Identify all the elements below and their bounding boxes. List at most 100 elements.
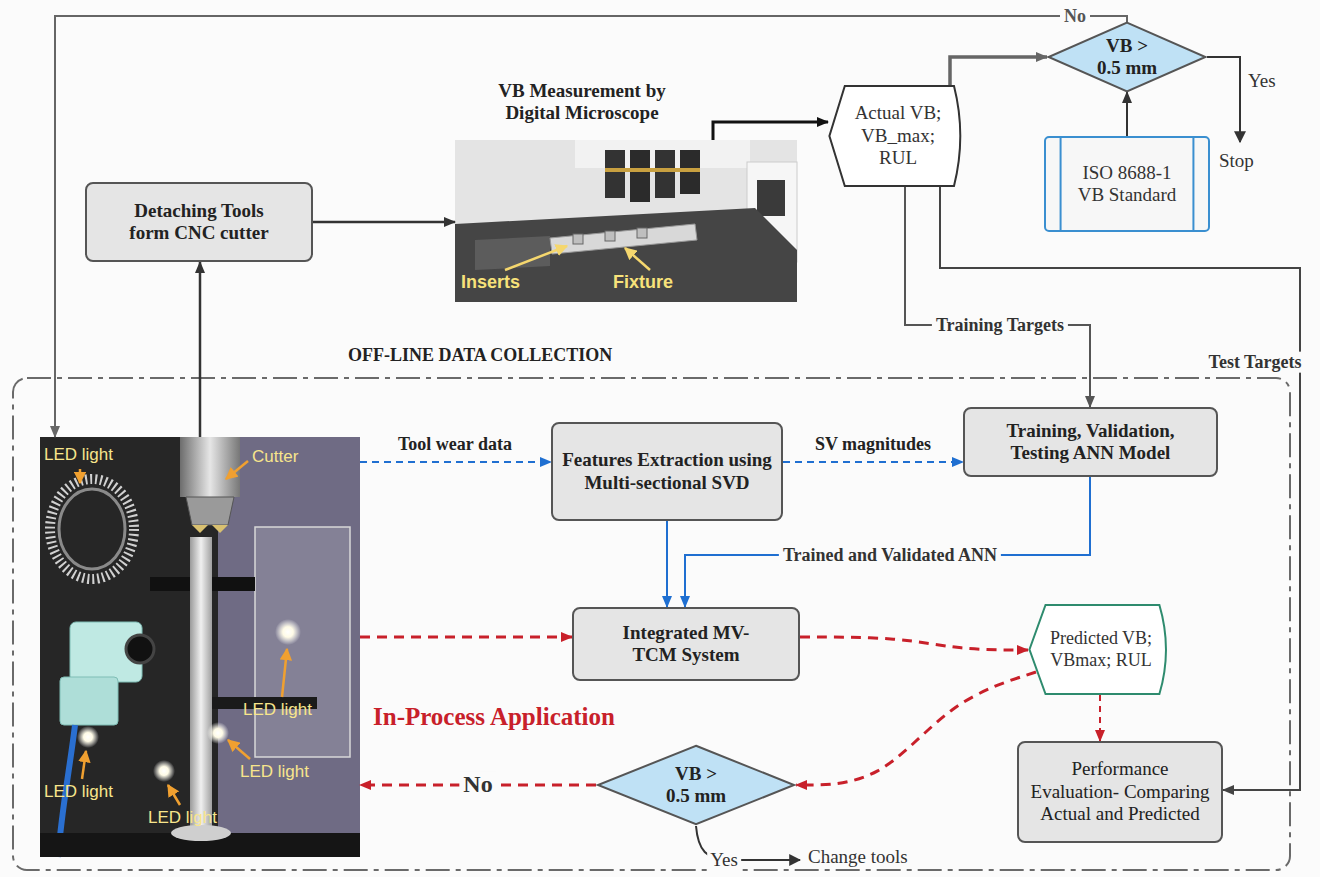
stage-slot	[475, 236, 550, 270]
connector	[666, 521, 668, 607]
box-text: ISO 8688-1 VB Standard	[1072, 162, 1182, 207]
hexagon-shape	[1029, 605, 1166, 694]
cutter-spindle	[180, 437, 240, 497]
insert	[637, 228, 647, 238]
box-text: Integrated MV-TCM System	[606, 622, 766, 667]
cutter-insert	[212, 525, 228, 533]
led-glow	[153, 760, 175, 782]
process-box: Integrated MV-TCM System	[572, 607, 800, 681]
callout-arrow	[282, 649, 287, 697]
fixture	[550, 224, 697, 254]
connector	[360, 461, 551, 463]
callout-label: LED light	[148, 808, 217, 828]
connector-label: SV magnitudes	[811, 434, 935, 455]
callout-arrow	[625, 248, 650, 270]
box-text: Predicted VB; VBmax; RUL	[1042, 628, 1160, 670]
box-text: Performance Evaluation- Comparing Actual…	[1026, 758, 1214, 825]
photo-heading: VB Measurement by Digital Microscope	[482, 80, 682, 125]
connector	[713, 122, 828, 140]
branch-label: Yes	[707, 849, 741, 871]
insert	[573, 234, 583, 244]
led-glow	[77, 726, 99, 748]
hexagon-shape	[829, 86, 960, 186]
camera-housing	[60, 677, 118, 725]
callout-arrow	[168, 785, 180, 805]
terminal-label: Change tools	[808, 846, 908, 868]
led-glow	[207, 722, 229, 744]
callout-arrow	[82, 751, 86, 779]
cutter-head	[186, 497, 234, 525]
callout-arrow	[505, 246, 567, 270]
process-box: Performance Evaluation- Comparing Actual…	[1017, 741, 1223, 843]
callout-label: LED light	[44, 445, 113, 465]
standard-box-bar	[1060, 138, 1062, 230]
decision-diamond: VB > 0.5 mm	[1047, 22, 1207, 92]
process-box: Detaching Tools form CNC cutter	[85, 182, 313, 262]
connector	[1126, 92, 1128, 136]
connector	[950, 57, 1047, 85]
box-text: Detaching Tools form CNC cutter	[114, 200, 284, 245]
box-text: Features Extraction using Multi-sectiona…	[561, 449, 773, 494]
stage-plate	[455, 208, 797, 302]
microscope-photo-panel: VB Measurement by Digital MicroscopeInse…	[455, 140, 797, 302]
setup-photo	[40, 437, 360, 857]
callout-label: Inserts	[461, 272, 520, 293]
diamond-shape	[598, 746, 794, 824]
callout-label: LED light	[44, 782, 113, 802]
box-text: Actual VB; VB_max; RUL	[848, 102, 948, 169]
diamond-shape	[1049, 23, 1206, 92]
connector-label: Tool wear data	[394, 434, 516, 455]
section-title: OFF-LINE DATA COLLECTION	[348, 345, 612, 366]
connector-label: Trained and Validated ANN	[779, 545, 1001, 566]
insert	[605, 231, 615, 241]
connector	[800, 637, 1028, 650]
decision-diamond: VB > 0.5 mm	[596, 745, 796, 825]
standard-box: ISO 8688-1 VB Standard	[1044, 136, 1210, 232]
microscope-photo	[455, 140, 797, 302]
photo-ground	[40, 437, 360, 857]
yes-arrow	[1207, 57, 1240, 142]
callout-arrow	[228, 740, 250, 759]
box-text: Training, Validation, Testing ANN Model	[983, 420, 1198, 465]
connector-label: No	[1060, 6, 1090, 27]
connector	[940, 187, 1300, 790]
callout-label: LED light	[243, 700, 312, 720]
connector	[1099, 695, 1101, 741]
process-box: Features Extraction using Multi-sectiona…	[551, 422, 783, 521]
objective	[655, 150, 675, 198]
cutter-insert	[192, 525, 208, 533]
objective-ring	[605, 168, 700, 172]
section-title: In-Process Application	[373, 703, 615, 732]
connector	[796, 672, 1036, 785]
led-glow	[275, 619, 301, 645]
callout-label: Fixture	[613, 272, 673, 293]
process-box: Training, Validation, Testing ANN Model	[963, 407, 1218, 477]
branch-label: Yes	[1248, 70, 1276, 92]
ring-light	[59, 489, 125, 569]
setup-photo-panel: LED lightCutterLED lightLED lightLED lig…	[40, 437, 360, 857]
ring-light	[50, 479, 134, 579]
callout-label: Cutter	[252, 447, 298, 467]
objective	[630, 150, 650, 202]
callout-label: LED light	[240, 762, 309, 782]
terminal-label: Stop	[1219, 150, 1254, 172]
control-panel	[757, 180, 785, 216]
objective	[605, 150, 625, 198]
photo-ground	[455, 140, 797, 302]
connector	[360, 636, 572, 639]
connector	[783, 461, 963, 463]
box-text: VB > 0.5 mm	[664, 763, 728, 808]
connector-label: Training Targets	[932, 315, 1068, 336]
photo-ground	[218, 437, 360, 857]
callout-arrow	[226, 461, 248, 479]
connector-label: No	[459, 771, 496, 799]
connector-label: Test Targets	[1205, 352, 1306, 373]
standard-box-bar	[1192, 138, 1194, 230]
in-process-region	[13, 378, 1290, 870]
connector	[55, 16, 1127, 437]
camera-lens	[126, 635, 154, 663]
stand-base	[171, 825, 231, 841]
callout-arrow	[79, 469, 82, 483]
connector	[199, 262, 202, 437]
